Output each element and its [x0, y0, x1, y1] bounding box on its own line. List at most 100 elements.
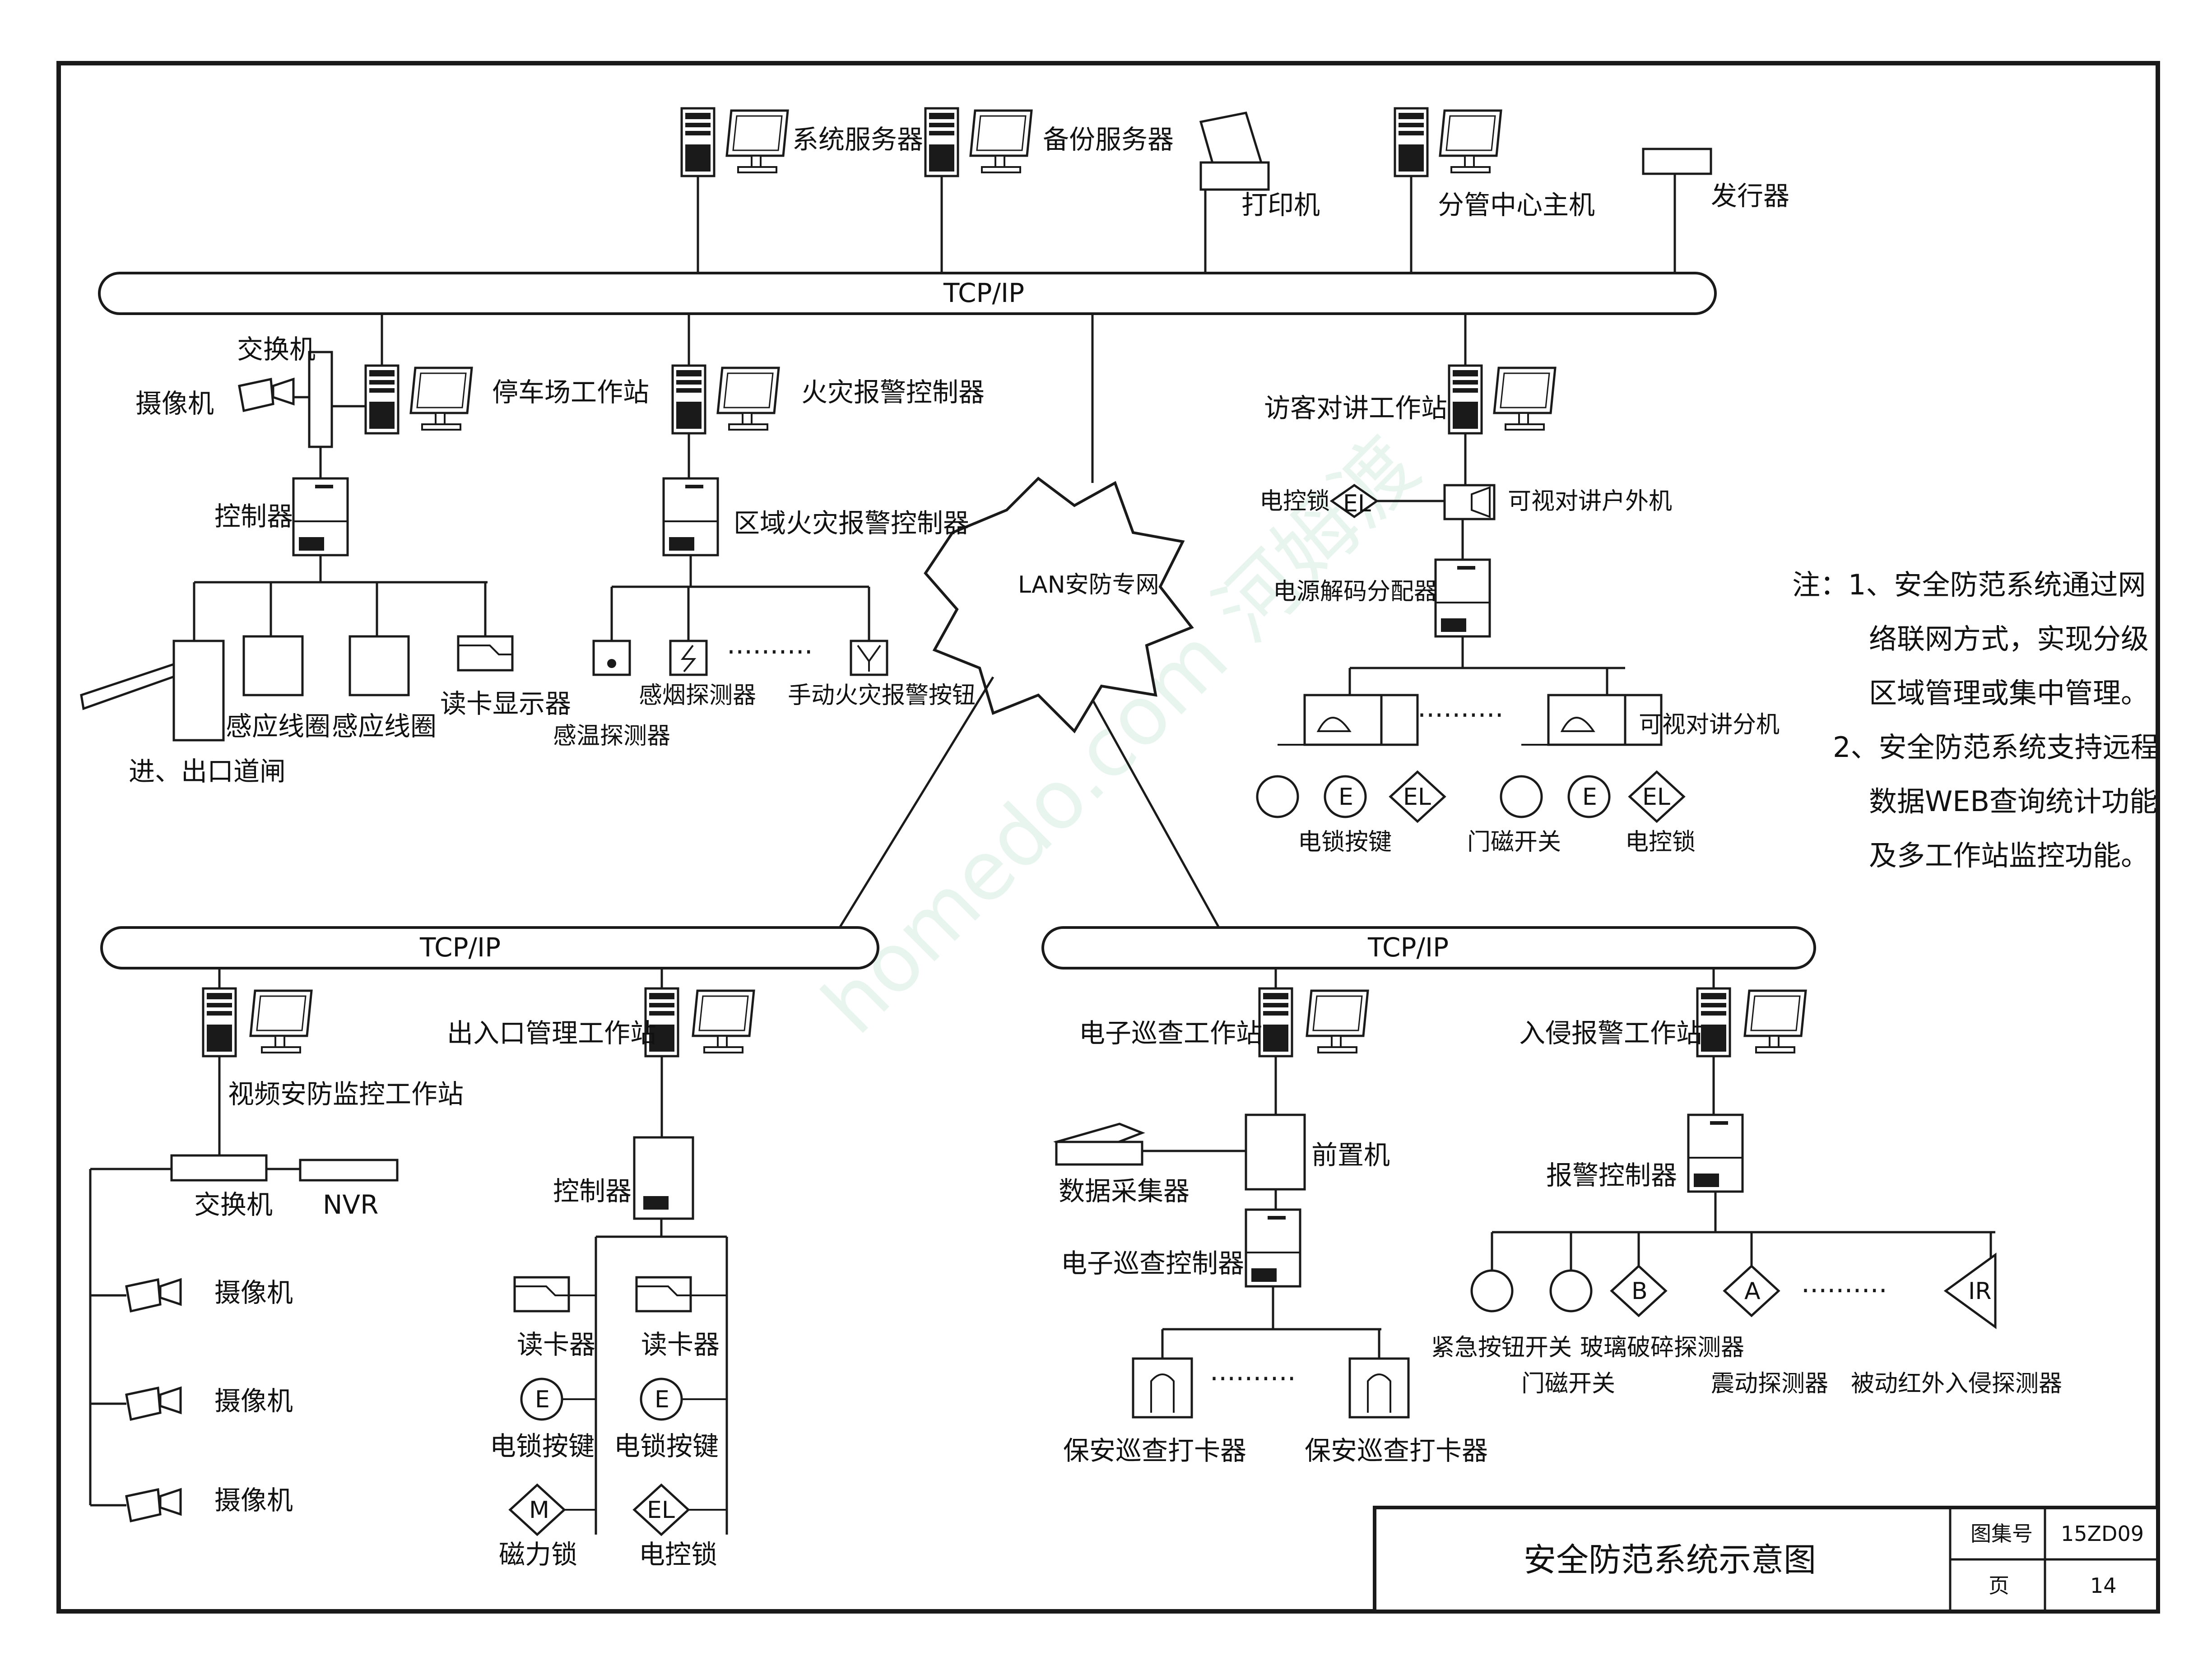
- main-bus-label: TCP/IP: [943, 278, 1025, 308]
- intercom-btn-label: 电锁按键: [1298, 829, 1392, 856]
- atlas-value: 15ZD09: [2061, 1522, 2144, 1546]
- video-camera1-label: 摄像机: [214, 1277, 293, 1308]
- parking-workstation-label: 停车场工作站: [492, 377, 650, 408]
- page-label: 页: [1989, 1573, 2009, 1598]
- video-switch-label: 交换机: [194, 1189, 273, 1220]
- parking-gate-label: 进、出口道闸: [129, 756, 286, 787]
- backup-server: [925, 108, 1032, 273]
- note-line-6: 及多工作站监控功能。: [1869, 839, 2149, 872]
- intrusion-vibration-label: 震动探测器: [1711, 1370, 1829, 1397]
- access-maglock-label: 磁力锁: [499, 1539, 578, 1570]
- fire-smoke-label: 感烟探测器: [639, 682, 757, 709]
- parking-switch-label: 交换机: [237, 334, 316, 365]
- svg-text:··········: ··········: [1801, 1275, 1887, 1307]
- patrol-subsystem: ··········: [1053, 968, 1410, 1419]
- lan-cloud: [838, 314, 1220, 928]
- access-m-symbol: M: [529, 1497, 549, 1524]
- video-workstation-label: 视频安防监控工作站: [228, 1079, 464, 1109]
- el-symbol: EL: [1343, 490, 1371, 517]
- patrol-front-label: 前置机: [1311, 1140, 1390, 1170]
- access-btn2-label: 电锁按键: [614, 1431, 719, 1461]
- issuer-icon: [1642, 148, 1712, 273]
- parking-controller-label: 控制器: [214, 501, 293, 532]
- patrol-collector-label: 数据采集器: [1059, 1176, 1190, 1206]
- intercom-elock-label: 电控锁: [1259, 488, 1330, 515]
- video-nvr-label: NVR: [323, 1189, 379, 1220]
- intrusion-b-symbol: B: [1631, 1278, 1648, 1305]
- patrol-controller-label: 电子巡查控制器: [1061, 1248, 1245, 1279]
- note-line-2: 络联网方式，实现分级: [1869, 622, 2149, 655]
- access-e-symbol-2: E: [655, 1386, 669, 1413]
- atlas-label: 图集号: [1970, 1522, 2033, 1546]
- intrusion-controller-label: 报警控制器: [1546, 1160, 1678, 1191]
- intercom-subsystem: ··········: [1256, 314, 1686, 823]
- access-workstation-label: 出入口管理工作站: [447, 1018, 657, 1048]
- parking-camera-label: 摄像机: [135, 388, 214, 419]
- parking-loop1-label: 感应线圈: [226, 711, 331, 742]
- fire-subsystem: ··········: [592, 314, 888, 676]
- access-subsystem: [508, 968, 754, 1536]
- issuer-label: 发行器: [1711, 181, 1790, 211]
- intercom-el-symbol-2: EL: [1642, 784, 1670, 811]
- svg-text:··········: ··········: [727, 636, 813, 668]
- intrusion-a-symbol: A: [1744, 1278, 1761, 1305]
- printer-label: 打印机: [1241, 190, 1320, 220]
- intrusion-workstation-label: 入侵报警工作站: [1519, 1018, 1703, 1048]
- printer-icon: [1199, 111, 1270, 273]
- patrol-workstation-label: 电子巡查工作站: [1079, 1018, 1263, 1048]
- intercom-el-symbol-1: EL: [1403, 784, 1431, 811]
- intercom-outdoor-label: 可视对讲户外机: [1508, 488, 1673, 515]
- access-controller-label: 控制器: [553, 1176, 632, 1206]
- fire-heat-label: 感温探测器: [553, 723, 671, 750]
- patrol-reader2-label: 保安巡查打卡器: [1305, 1435, 1488, 1466]
- intercom-decoder-label: 电源解码分配器: [1273, 578, 1438, 605]
- svg-text:··········: ··········: [1417, 700, 1504, 731]
- video-subsystem: [89, 968, 399, 1521]
- access-el-symbol: EL: [647, 1497, 675, 1524]
- intercom-e-symbol-2: E: [1582, 784, 1597, 811]
- system-server-label: 系统服务器: [792, 124, 924, 155]
- main-tcpip-bus: [98, 272, 1717, 315]
- title-block: [1373, 1506, 2160, 1613]
- video-camera3-label: 摄像机: [214, 1485, 293, 1516]
- intrusion-pir-label: 被动红外入侵探测器: [1851, 1370, 2063, 1397]
- lan-label: LAN安防专网: [1018, 571, 1159, 598]
- patrol-reader1-label: 保安巡查打卡器: [1063, 1435, 1247, 1466]
- intrusion-subsystem: ··········: [1470, 968, 1997, 1329]
- access-reader1-label: 读卡器: [517, 1329, 596, 1360]
- intrusion-ir-symbol: IR: [1968, 1278, 1992, 1305]
- right-bus-label: TCP/IP: [1368, 932, 1449, 963]
- sub-center-host-label: 分管中心主机: [1438, 190, 1595, 220]
- intercom-indoor-label: 可视对讲分机: [1639, 711, 1780, 738]
- parking-loop2-label: 感应线圈: [332, 711, 437, 742]
- fire-area-controller-label: 区域火灾报警控制器: [734, 508, 970, 538]
- drawing-title: 安全防范系统示意图: [1524, 1541, 1817, 1579]
- note-line-5: 数据WEB查询统计功能: [1869, 785, 2158, 818]
- svg-text:··········: ··········: [1210, 1363, 1296, 1395]
- page-value: 14: [2090, 1573, 2117, 1598]
- intercom-door-magnet-label: 门磁开关: [1467, 829, 1561, 856]
- parking-card-display-label: 读卡显示器: [440, 688, 572, 719]
- left-tcpip-bus: [100, 926, 879, 970]
- system-server: [682, 108, 788, 273]
- access-elock-label: 电控锁: [639, 1539, 718, 1570]
- note-line-1: 注：1、安全防范系统通过网: [1792, 568, 2146, 601]
- access-reader2-label: 读卡器: [641, 1329, 720, 1360]
- access-btn1-label: 电锁按键: [490, 1431, 595, 1461]
- backup-server-label: 备份服务器: [1043, 124, 1174, 155]
- intrusion-door-label: 门磁开关: [1521, 1370, 1616, 1397]
- note-line-3: 区域管理或集中管理。: [1869, 677, 2149, 710]
- intercom-workstation-label: 访客对讲工作站: [1264, 393, 1448, 423]
- fire-controller-label: 火灾报警控制器: [801, 377, 985, 408]
- right-tcpip-bus: [1041, 926, 1816, 970]
- intrusion-emergency-label: 紧急按钮开关: [1431, 1334, 1572, 1361]
- video-camera2-label: 摄像机: [214, 1386, 293, 1416]
- note-line-4: 2、安全防范系统支持远程: [1833, 731, 2159, 764]
- sub-center-host: [1395, 108, 1501, 273]
- intrusion-glass-label: 玻璃破碎探测器: [1580, 1334, 1745, 1361]
- access-e-symbol-1: E: [535, 1386, 550, 1413]
- fire-manual-label: 手动火灾报警按钮: [788, 682, 976, 709]
- intercom-e-symbol-1: E: [1338, 784, 1353, 811]
- intercom-elock2-label: 电控锁: [1625, 829, 1696, 856]
